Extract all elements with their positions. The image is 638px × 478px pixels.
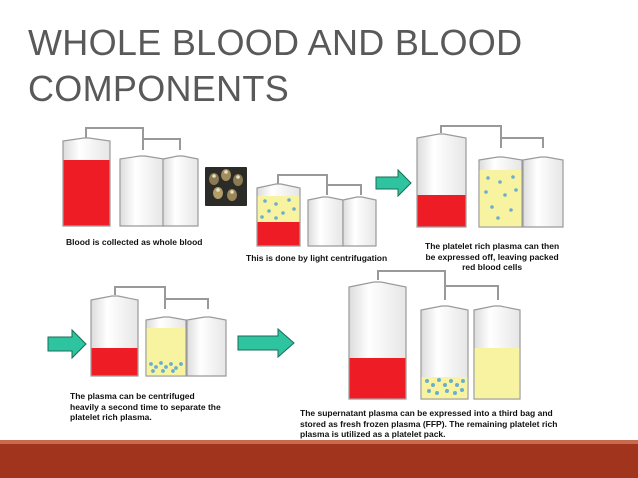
platelet-sediment bbox=[149, 361, 183, 373]
bag-satellite-2 bbox=[342, 196, 377, 247]
tubing bbox=[377, 270, 499, 300]
bag-set-heavy-centrifugation bbox=[90, 286, 227, 377]
caption-step-5: The supernatant plasma can be expressed … bbox=[300, 408, 558, 439]
platelets bbox=[484, 175, 518, 220]
bag-set-ffp bbox=[348, 270, 521, 400]
bag-platelet-pack bbox=[420, 305, 469, 400]
slide-title-line-2: COMPONENTS bbox=[28, 68, 290, 109]
platelets bbox=[260, 198, 296, 220]
red-cell-layer bbox=[417, 195, 466, 227]
bag-set-light-centrifugation bbox=[256, 174, 377, 247]
slide-title-line-1: WHOLE BLOOD AND BLOOD bbox=[28, 22, 523, 63]
red-cell-layer bbox=[349, 358, 406, 399]
caption-step-4: The plasma can be centrifuged heavily a … bbox=[70, 391, 221, 422]
ffp-layer bbox=[474, 348, 520, 399]
right-arrow-icon bbox=[375, 168, 412, 198]
bag-satellite bbox=[186, 316, 227, 377]
tubing bbox=[114, 286, 209, 309]
tubing bbox=[85, 127, 181, 150]
tubing bbox=[277, 174, 362, 195]
centrifuge-photo-icon bbox=[205, 167, 247, 206]
caption-step-2: This is done by light centrifugation bbox=[246, 253, 388, 263]
red-cell-layer bbox=[257, 222, 300, 246]
red-cell-layer bbox=[91, 348, 138, 376]
bag-satellite bbox=[522, 156, 564, 228]
bag-satellite-1 bbox=[307, 196, 344, 247]
right-arrow-icon bbox=[47, 328, 87, 360]
bag-set-whole-blood bbox=[62, 127, 199, 227]
red-cell-layer bbox=[63, 160, 110, 226]
footer-accent-line bbox=[0, 440, 638, 444]
footer-band bbox=[0, 444, 638, 478]
tubing bbox=[440, 125, 544, 148]
plasma-layer bbox=[479, 170, 522, 227]
bag-satellite-1 bbox=[119, 155, 165, 227]
bag-satellite-2 bbox=[162, 155, 199, 227]
caption-step-1: Blood is collected as whole blood bbox=[66, 237, 203, 247]
right-arrow-icon bbox=[237, 327, 295, 359]
platelets bbox=[425, 378, 465, 395]
bag-set-prp-expressed bbox=[416, 125, 564, 228]
caption-step-3: The platelet rich plasma can then be exp… bbox=[425, 241, 560, 272]
slide-title: WHOLE BLOOD AND BLOOD COMPONENTS bbox=[28, 20, 588, 112]
